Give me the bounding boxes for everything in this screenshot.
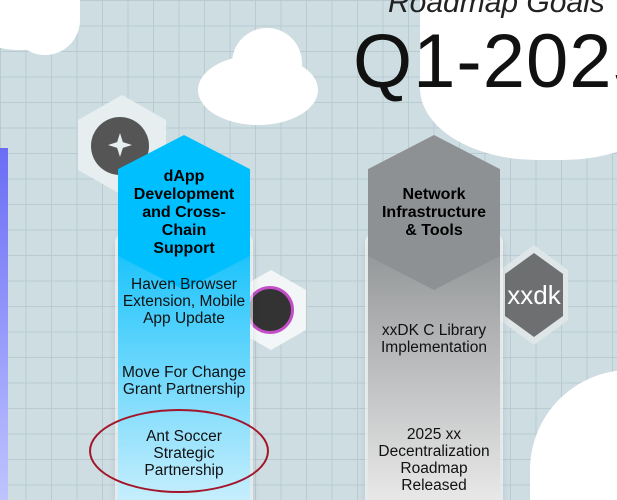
partial-column-left <box>0 148 8 500</box>
column-heading-dapp: dApp Development and Cross-Chain Support <box>118 135 250 290</box>
column-heading-network: Network Infrastructure & Tools <box>368 135 500 290</box>
roadmap-item: xxDK C Library Implementation <box>381 322 487 356</box>
xxdk-logo-icon: xxdk <box>500 245 568 345</box>
column-heading-text: dApp Development and Cross-Chain Support <box>133 167 235 257</box>
cloud <box>232 28 302 98</box>
column-heading-text: Network Infrastructure & Tools <box>381 185 487 239</box>
page-title: Q1-2025 <box>353 19 617 104</box>
xxdk-logo-text: xxdk <box>505 253 563 337</box>
cloud <box>10 0 80 55</box>
cloud <box>420 0 617 160</box>
roadmap-item: 2025 xx Decentralization Roadmap Release… <box>378 426 490 494</box>
cloud <box>530 370 617 500</box>
roadmap-item: Haven Browser Extension, Mobile App Upda… <box>122 276 246 327</box>
roadmap-item: Move For Change Grant Partnership <box>121 364 247 398</box>
highlight-ellipse <box>89 409 269 493</box>
subtitle: Roadmap Goals <box>388 0 605 19</box>
